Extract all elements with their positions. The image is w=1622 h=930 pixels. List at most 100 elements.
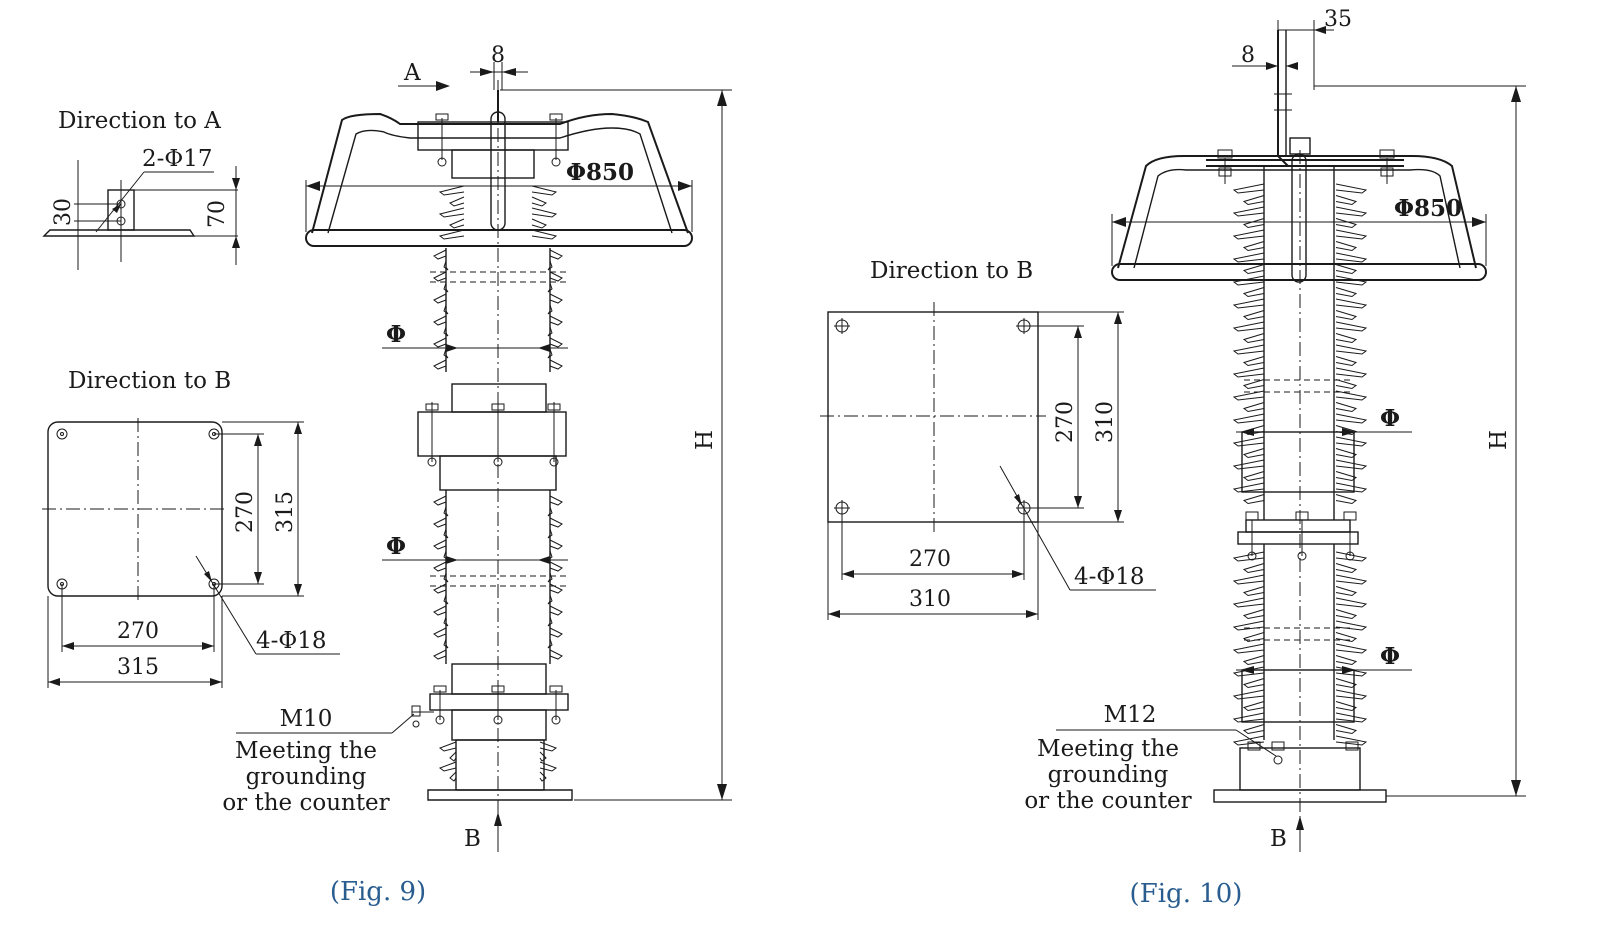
fig9-shed (433, 249, 563, 260)
fig9-shed (443, 616, 553, 627)
fig10-ring-dia: Φ850 (1394, 195, 1462, 222)
fig10-shed (1242, 724, 1358, 735)
fig10-shed (1232, 459, 1368, 470)
fig9-dir-b-inner-h: 270 (117, 619, 159, 644)
fig9-shed-group-1 (433, 249, 563, 370)
fig10-dir-b-inner-v: 270 (1053, 401, 1078, 443)
fig9-view-b-label: B (464, 826, 481, 852)
fig9-shed (433, 517, 563, 528)
fig9-shed-group-upper (438, 185, 558, 240)
fig9-shed (443, 594, 553, 605)
fig10-shed (1232, 321, 1368, 332)
fig10-shed (1232, 275, 1368, 286)
fig10-shed (1232, 229, 1368, 240)
fig9-shed (443, 506, 553, 517)
fig9-shed (449, 218, 547, 229)
fig10-caption: (Fig. 10) (1130, 879, 1243, 909)
fig10-ground-note-3: or the counter (1024, 788, 1191, 814)
fig9-shed (438, 207, 558, 218)
fig10-shed (1242, 563, 1358, 574)
fig10-height: H (1486, 430, 1512, 450)
fig9-arrester: Φ Φ Φ850 8 A B H M10 Meeting the (222, 43, 732, 852)
fig10-shed (1232, 367, 1368, 378)
fig9-ground-note-3: or the counter (222, 790, 389, 816)
fig10-dir-b-outer-h: 310 (909, 587, 951, 612)
fig10-shed (1242, 356, 1358, 367)
fig9-dir-b-outer-v: 315 (273, 491, 298, 533)
fig9-bolt-label: M10 (280, 706, 333, 732)
fig10-shed-dia-1: Φ (1380, 405, 1400, 432)
fig9-caption: (Fig. 9) (330, 877, 426, 907)
fig10-shed (1232, 574, 1368, 585)
fig9-dir-b-inner-v: 270 (233, 491, 258, 533)
fig9-dir-a-title: Direction to A (58, 108, 221, 134)
fig9-dir-b-outer-h: 315 (117, 655, 159, 680)
fig10-shed (1232, 597, 1368, 608)
fig9-shed (443, 282, 553, 293)
fig10-ground-note-1: Meeting the (1037, 736, 1179, 762)
fig9-shed (433, 495, 563, 506)
fig9-ring-dia: Φ850 (566, 159, 634, 186)
fig10-shed (1242, 494, 1358, 505)
fig9-view-a-label: A (403, 60, 421, 86)
fig10-dir-b-outer-v: 310 (1093, 401, 1118, 443)
fig9-shed (443, 304, 553, 315)
fig9-shed (433, 583, 563, 594)
fig10-shed (1232, 643, 1368, 654)
fig9-shed (433, 539, 563, 550)
fig10-shed (1242, 655, 1358, 666)
fig9-dir-b-title: Direction to B (68, 368, 231, 394)
fig9-shed (438, 185, 558, 196)
fig9-shed (443, 348, 553, 359)
fig10-shed (1242, 310, 1358, 321)
fig10-top-dim-8: 8 (1241, 43, 1255, 68)
fig10-shed (1232, 413, 1368, 424)
fig9-height: H (692, 430, 718, 450)
fig9-shed-dia-1: Φ (386, 321, 406, 348)
fig9-shed (433, 627, 563, 638)
fig10-arrester: Φ Φ Φ850 35 8 B H M12 Meetin (1024, 7, 1526, 852)
fig9-shed (433, 649, 563, 660)
fig10-shed (1232, 183, 1368, 194)
fig10-shed (1232, 436, 1368, 447)
fig9-shed-group-low (438, 741, 558, 782)
fig10-shed (1242, 609, 1358, 620)
fig9-dir-a-dim-70: 70 (205, 200, 230, 228)
fig10-shed (1232, 482, 1368, 493)
fig10-shed (1242, 264, 1358, 275)
fig9-shed (433, 359, 563, 370)
fig9-shed (443, 572, 553, 583)
fig10-shed (1242, 333, 1358, 344)
fig9-shed-dia-2: Φ (386, 533, 406, 560)
fig10-shed (1232, 298, 1368, 309)
fig10-direction-b-view: Direction to B 270 310 270 310 (820, 258, 1156, 620)
fig10-shed (1232, 390, 1368, 401)
fig9-shed (433, 605, 563, 616)
fig9-shed (438, 761, 558, 772)
fig9-dir-a-dim-30: 30 (51, 198, 76, 226)
fig9-shed-group-2 (433, 495, 563, 660)
fig9-direction-a-view: Direction to A 30 70 2-Φ17 (42, 108, 240, 270)
fig10-top-dim-35: 35 (1324, 7, 1352, 32)
fig9-shed (433, 337, 563, 348)
fig9-shed (449, 196, 547, 207)
fig10-view-b-label: B (1270, 826, 1287, 852)
fig10-shed (1242, 586, 1358, 597)
fig9-shed (443, 528, 553, 539)
fig10-dir-b-holes: 4-Φ18 (1074, 564, 1145, 590)
fig9-dir-b-holes: 4-Φ18 (256, 628, 327, 654)
fig9-direction-b-view: Direction to B 270 315 270 315 4-Φ1 (42, 368, 340, 688)
fig10-shed-dia-2: Φ (1380, 643, 1400, 670)
fig10-shed (1242, 195, 1358, 206)
fig10-shed-group-upper (1232, 183, 1368, 505)
fig9-shed (438, 229, 558, 240)
fig10-shed (1242, 241, 1358, 252)
fig10-ground-note-2: grounding (1048, 762, 1169, 788)
fig9-shed (433, 315, 563, 326)
fig9-shed (443, 638, 553, 649)
fig9-shed (433, 561, 563, 572)
fig9-shed (443, 260, 553, 271)
fig10-shed (1232, 712, 1368, 723)
fig10-shed (1242, 379, 1358, 390)
